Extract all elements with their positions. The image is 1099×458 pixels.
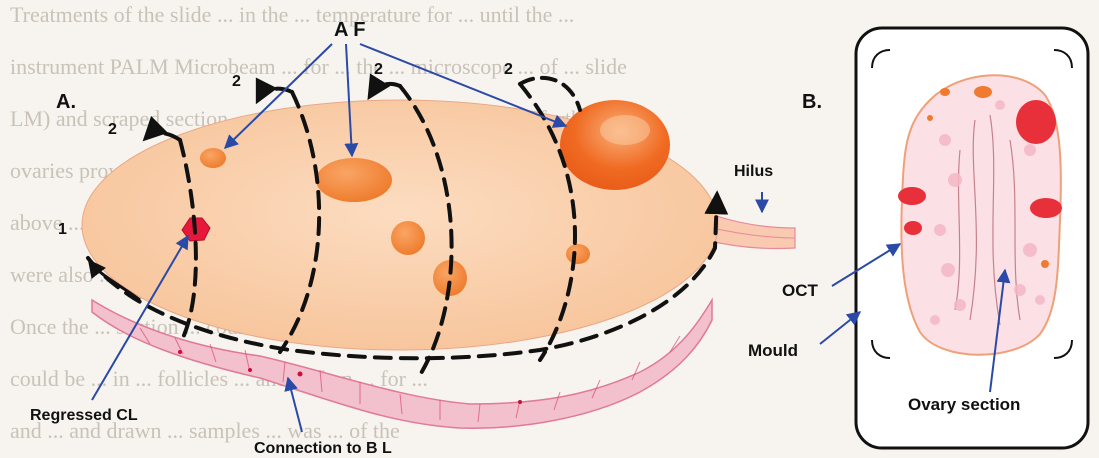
follicle-highlight — [600, 115, 650, 145]
mould-pointer — [820, 312, 860, 344]
panel-a: A F A. 2 2 2 2 1 Hilus Regressed CL Conn… — [30, 19, 795, 457]
antral-follicle — [566, 244, 590, 264]
antral-follicle — [316, 158, 392, 202]
section-follicle — [1030, 198, 1062, 218]
section-follicle — [1041, 260, 1049, 268]
regressed-cl-label: Regressed CL — [30, 407, 138, 424]
section-follicle — [904, 221, 922, 235]
section-follicle-large — [1016, 100, 1056, 144]
section-follicle — [898, 187, 926, 205]
oct-label: OCT — [782, 281, 819, 300]
step-2-label: 2 — [108, 121, 117, 138]
vessel-dot — [178, 350, 182, 354]
vessel-dot — [518, 400, 522, 404]
section-follicle — [940, 88, 950, 96]
connection-label: Connection to B L — [254, 440, 392, 457]
vessel-dot — [298, 372, 303, 377]
large-antral-follicle — [560, 100, 670, 190]
ovary-section-label: Ovary section — [908, 395, 1020, 414]
background-text-line: Treatments of the slide ... in the ... t… — [10, 2, 574, 27]
antral-follicle — [391, 221, 425, 255]
panel-b-letter: B. — [802, 91, 822, 113]
section-follicle — [974, 86, 992, 98]
af-label: A F — [334, 19, 365, 41]
panel-a-letter: A. — [56, 91, 76, 113]
panel-b: B. — [748, 28, 1088, 448]
vessel-dot — [248, 368, 252, 372]
mould-label: Mould — [748, 341, 798, 360]
antral-follicle — [200, 148, 226, 168]
hilus-label: Hilus — [734, 163, 773, 180]
section-follicle — [927, 115, 933, 121]
step-1-label: 1 — [58, 221, 67, 238]
step-2-label: 2 — [374, 61, 383, 78]
step-2-label: 2 — [504, 61, 513, 78]
step-2-label: 2 — [232, 73, 241, 90]
